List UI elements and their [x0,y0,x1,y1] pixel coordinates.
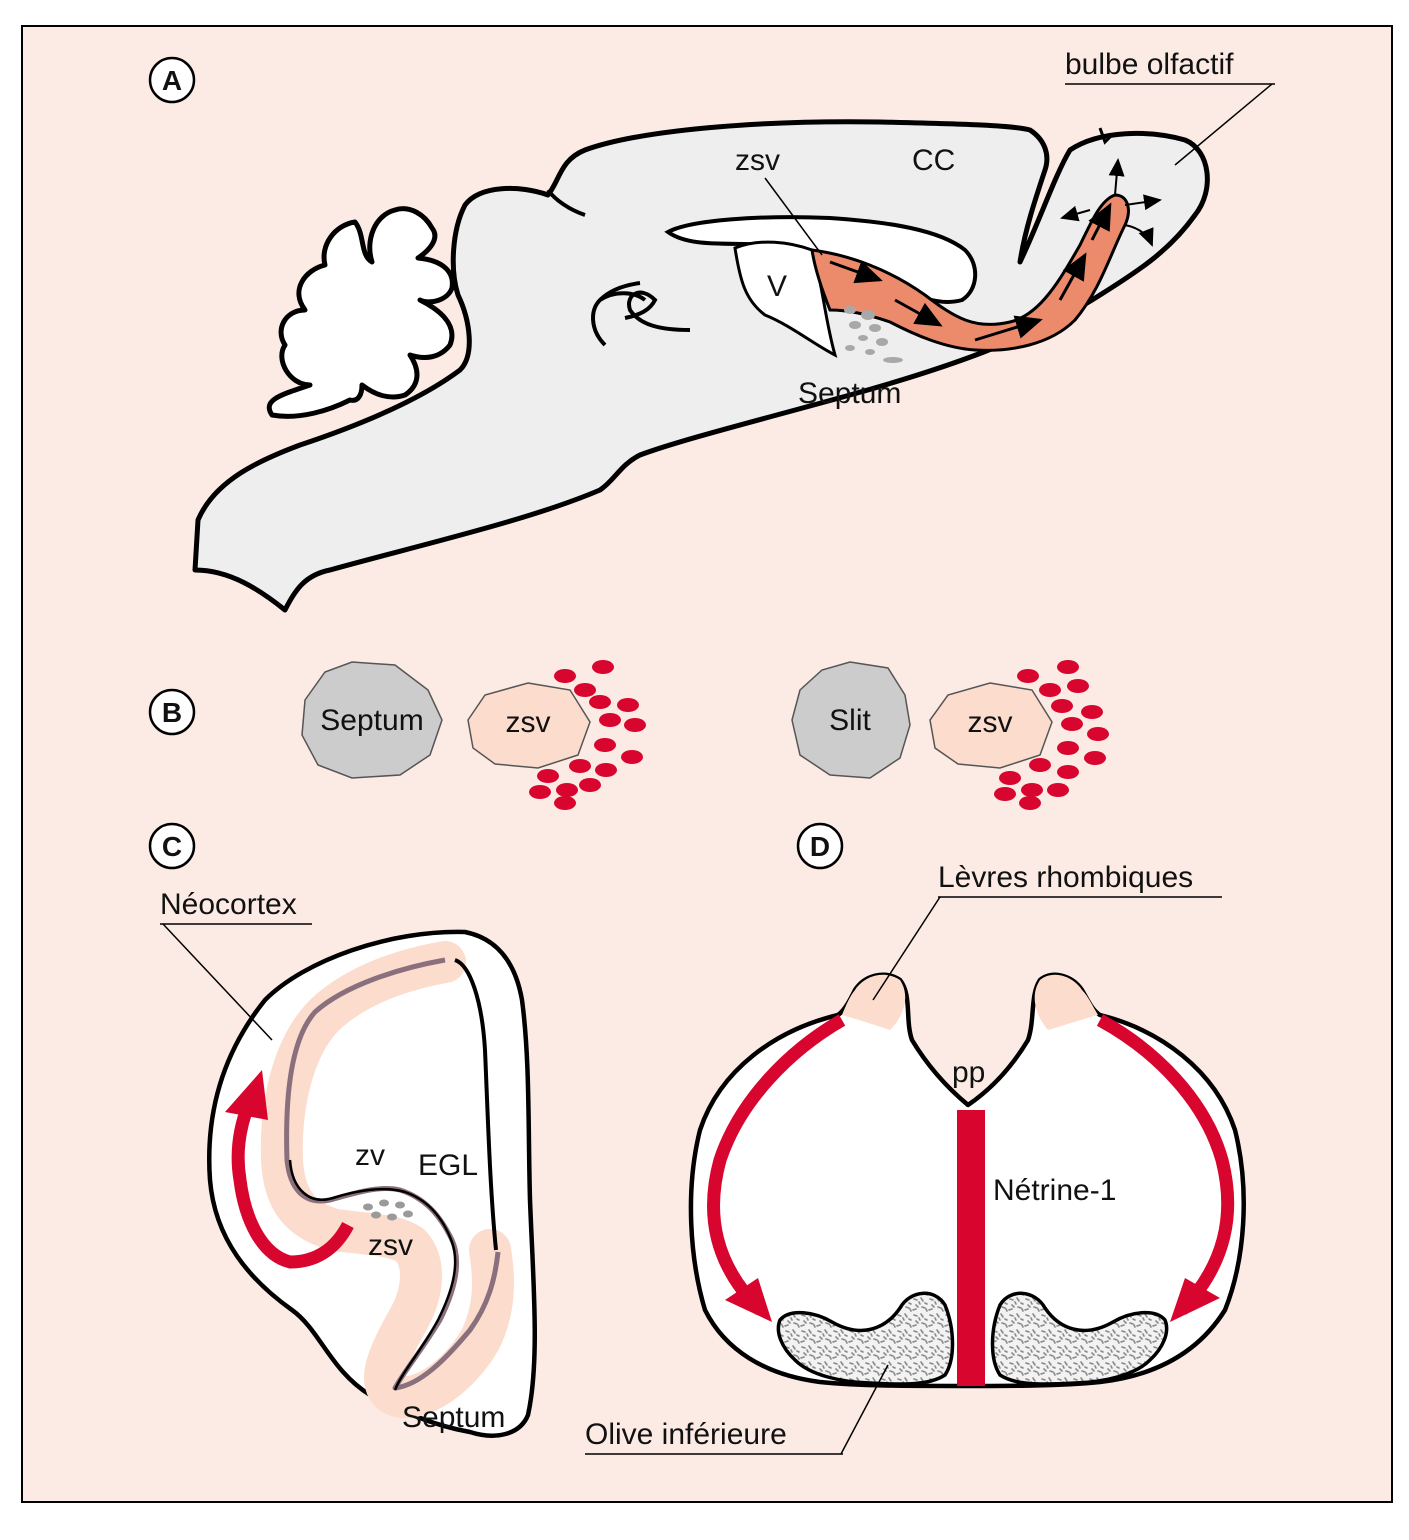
migration-arrowhead-left [725,1278,772,1322]
leader-bulbe [1174,83,1273,166]
label-septum-b: Septum [320,704,423,737]
label-bulbe-olfactif: bulbe olfactif [1065,48,1234,81]
zsv-dots-c [363,1199,413,1221]
migrating-neurons-left [529,660,646,810]
cerebellum [266,206,455,419]
panel-c-letter: C [162,831,182,862]
panel-d-badge [796,822,844,870]
label-v: V [767,270,787,303]
migration-arrow-right [1096,1014,1235,1315]
slit-explant [791,661,911,779]
panel-d-letter: D [810,831,830,862]
migrating-neurons-right [994,660,1109,810]
lateral-ventricle [733,240,838,358]
zsv-explant-right [929,682,1053,769]
label-zsv-a: zsv [735,144,780,177]
leader-zsv-a [764,177,823,256]
bulb-arrow-up [1108,158,1125,196]
septum-explant [301,661,443,779]
migration-arrow-c [231,1087,354,1269]
panel-a: A [148,48,1275,613]
label-neocortex: Néocortex [160,888,297,921]
rms-arrow-4 [1058,252,1087,301]
lateral-ventricle-c [454,958,498,1251]
septum-dots [844,306,903,363]
inferior-olive-right [990,1291,1169,1386]
zsv-explant-left [467,682,591,769]
leader-levres [872,896,941,1001]
label-netrine-1: Nétrine-1 [993,1174,1116,1207]
migration-arrow-left [707,1014,846,1315]
panel-b-badge [148,688,196,736]
leader-neocortex [162,923,273,1041]
label-septum-c: Septum [402,1401,505,1434]
rms-arrow-2 [894,298,943,327]
bulb-arrow-left [1060,205,1091,222]
netrin-1-midline [957,1110,985,1386]
label-zv: zv [355,1139,385,1172]
label-olive-inferieure: Olive inférieure [585,1418,787,1451]
rms-arrow-3 [974,315,1043,342]
label-egl: EGL [418,1149,478,1182]
bulb-arrow-right [1124,194,1162,211]
rms-arrow-5 [1088,202,1112,241]
panel-c: C Néocortex zv EGL zsv Septum [148,822,538,1438]
label-zsv-b-left: zsv [506,706,551,739]
brain-notch-2 [1098,127,1114,145]
inferior-olive-left [776,1291,955,1386]
panel-c-badge [148,822,196,870]
panel-b-letter: B [162,697,182,728]
label-zsv-c: zsv [368,1229,413,1262]
ventricle-wall-black [288,1159,457,1391]
label-septum-a: Septum [798,377,901,410]
label-zsv-b-right: zsv [968,706,1013,739]
panel-d: D Lèvres rhombiques pp Nétrine-1 Olive i… [585,822,1246,1455]
leader-olive [840,1364,889,1455]
label-pp: pp [952,1056,985,1089]
label-slit: Slit [829,704,871,737]
midbrain-curl-outer [591,291,647,347]
migration-arrowhead-c [225,1070,268,1120]
migration-arrowhead-right [1170,1278,1220,1322]
zsv-band-c [260,941,514,1418]
panel-b: B Septum zsv Slit zsv [148,660,1109,810]
panel-a-letter: A [162,65,182,96]
rhombic-lip-left [842,974,906,1030]
panel-a-badge [148,56,196,104]
rms-arrow-1 [829,260,883,284]
rhombic-lip-right [1034,974,1098,1030]
label-levres-rhombiques: Lèvres rhombiques [938,861,1193,894]
label-cc: CC [912,144,955,177]
bulb-arrow-down [1124,224,1154,247]
brain-notch-1 [546,188,586,217]
